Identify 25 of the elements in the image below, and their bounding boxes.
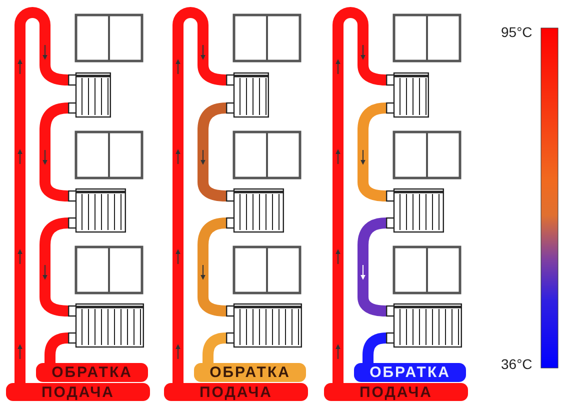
temperature-label: 95°C — [501, 24, 532, 40]
pipe-band: ПОДАЧА — [324, 383, 468, 401]
pipe — [202, 332, 226, 363]
radiator-drawing — [226, 188, 284, 233]
radiator-drawing — [68, 72, 111, 118]
pipe — [44, 332, 68, 363]
pipe-band: ПОДАЧА — [6, 383, 150, 401]
radiator-drawing — [226, 303, 302, 348]
pipe — [362, 332, 386, 363]
radiator-drawing — [68, 303, 144, 348]
radiator-drawing — [386, 72, 429, 118]
radiator-drawing — [386, 303, 462, 348]
pipe — [358, 102, 386, 202]
temperature-scale-bar — [540, 28, 558, 368]
pipe-band: ПОДАЧА — [164, 383, 308, 401]
pipe — [358, 218, 386, 316]
pipe-band: ОБРАТКА — [36, 363, 148, 382]
pipe — [332, 7, 386, 383]
pipe-band: ОБРАТКА — [354, 363, 466, 382]
pipe-band: ОБРАТКА — [194, 363, 306, 382]
temperature-label: 36°C — [501, 356, 532, 372]
radiator-drawing — [226, 72, 269, 118]
radiator-drawing — [386, 188, 444, 233]
pipe — [172, 7, 226, 383]
radiator-drawing — [68, 188, 126, 233]
